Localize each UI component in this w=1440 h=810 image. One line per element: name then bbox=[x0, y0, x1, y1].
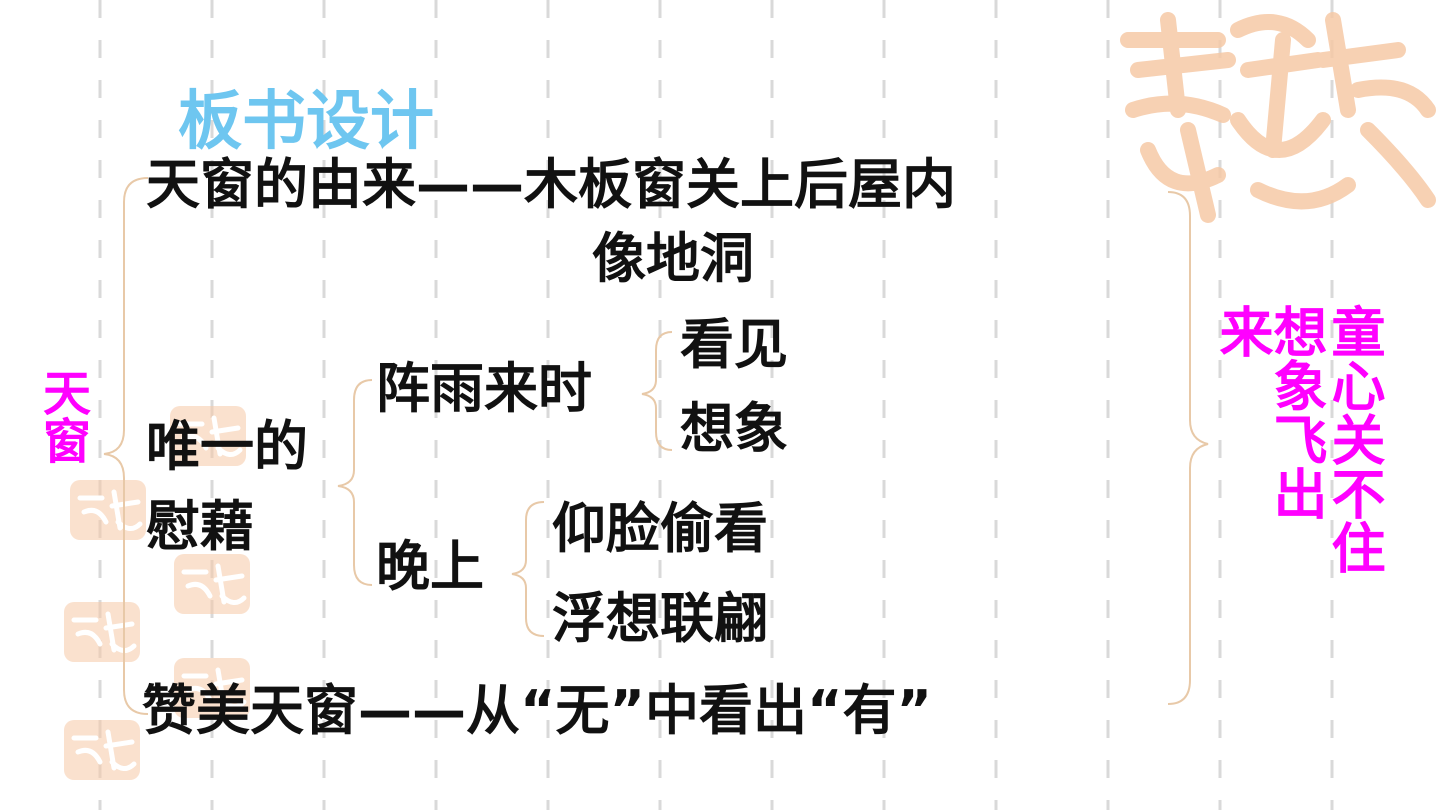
seal-decoration-small bbox=[170, 406, 246, 466]
right-column-childhood: 童心关不住 bbox=[1322, 304, 1385, 574]
page-title: 板书设计 bbox=[178, 85, 434, 159]
seal-decoration-small bbox=[174, 658, 250, 718]
right-column-imagination: 想象飞出来 bbox=[1210, 304, 1327, 520]
comfort-line-1: 唯一的 bbox=[146, 415, 308, 478]
seal-decoration-large bbox=[1120, 12, 1436, 223]
praise-line: 赞美天窗——从“无”中看出“有” bbox=[142, 679, 932, 742]
origin-line-1: 天窗的由来——木板窗关上后屋内 bbox=[146, 153, 956, 216]
night-item-fancy: 浮想联翩 bbox=[552, 587, 768, 650]
origin-line-2: 像地洞 bbox=[592, 227, 754, 290]
rain-item-imagine: 想象 bbox=[680, 397, 788, 460]
left-label-tianchuang: 天窗 bbox=[34, 368, 90, 464]
seal-decoration-small bbox=[64, 602, 140, 662]
rain-item-see: 看见 bbox=[680, 313, 788, 376]
night-label: 晚上 bbox=[376, 535, 484, 598]
seal-decoration-small bbox=[70, 480, 146, 540]
rain-label: 阵雨来时 bbox=[376, 357, 592, 420]
seal-decoration-small bbox=[64, 720, 140, 780]
comfort-line-2: 慰藉 bbox=[146, 495, 254, 558]
night-item-look: 仰脸偷看 bbox=[552, 497, 768, 560]
seal-decoration-small bbox=[174, 554, 250, 614]
